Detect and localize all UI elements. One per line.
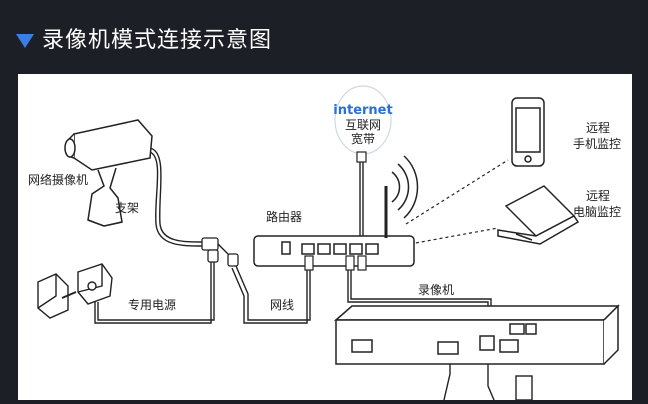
header: 录像机模式连接示意图 — [0, 0, 648, 72]
router-icon — [253, 155, 419, 267]
connection-diagram: internet 互联网 宽带 — [28, 85, 621, 401]
network-cable-2 — [231, 267, 308, 324]
camera-cable — [149, 147, 204, 243]
triangle-icon — [16, 34, 34, 48]
remote-pc-label-2: 电脑监控 — [573, 205, 621, 219]
camera-cable-2 — [149, 151, 204, 247]
laptop-icon — [497, 185, 580, 245]
wireless-link-pc — [409, 227, 499, 245]
power-cable-2 — [94, 260, 212, 324]
router-plugs — [304, 255, 367, 271]
wireless-links — [405, 159, 509, 245]
internet-plug-icon — [356, 151, 367, 163]
nvr-icon — [334, 304, 620, 365]
internet-en-label: internet — [333, 103, 392, 118]
cable-label: 网线 — [270, 298, 294, 312]
internet-cn-label-1: 互联网 — [345, 118, 381, 132]
remote-pc-label-1: 远程 — [586, 188, 610, 203]
internet-cloud: internet 互联网 宽带 — [333, 85, 393, 155]
nvr-power-plug-icon — [515, 375, 533, 401]
page-title: 录像机模式连接示意图 — [42, 28, 273, 53]
nvr-label: 录像机 — [418, 283, 454, 297]
power-cable — [97, 260, 215, 321]
power-outlet-icon — [37, 263, 113, 319]
internet-cn-label-2: 宽带 — [351, 131, 375, 146]
router-label: 路由器 — [266, 209, 302, 224]
power-label: 专用电源 — [128, 297, 176, 312]
camera-icon — [64, 119, 153, 227]
diagram-panel: internet 互联网 宽带 — [18, 74, 632, 401]
camera-label: 网络摄像机 — [28, 172, 88, 187]
splitter-icon — [201, 237, 239, 267]
phone-icon — [511, 97, 545, 167]
remote-phone-label-2: 手机监控 — [573, 137, 621, 151]
wireless-link-phone — [405, 159, 509, 225]
network-cable — [235, 265, 311, 321]
stand-label: 支架 — [115, 201, 139, 215]
remote-phone-label-1: 远程 — [586, 120, 610, 135]
